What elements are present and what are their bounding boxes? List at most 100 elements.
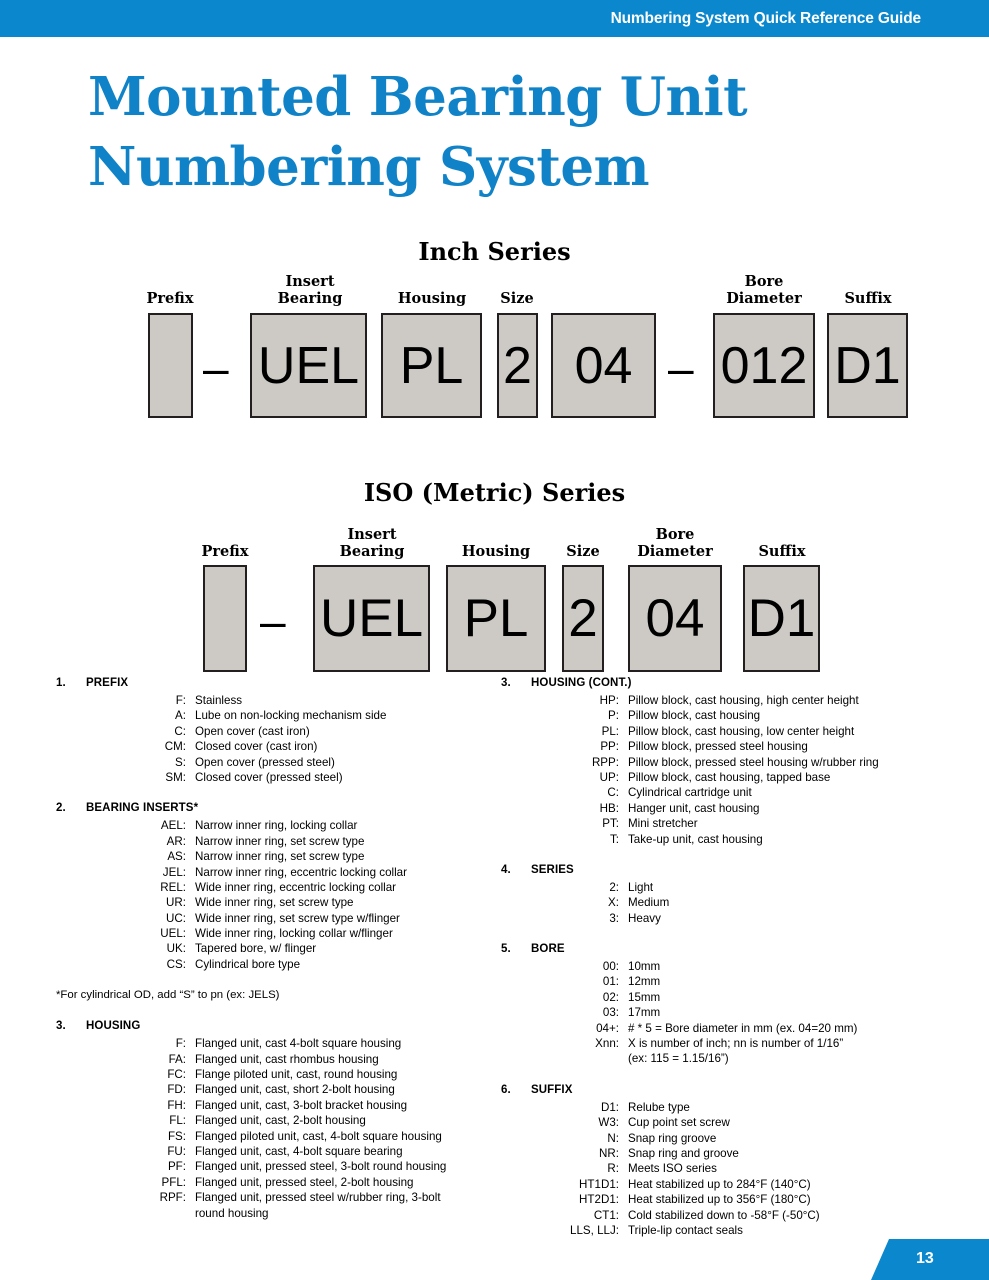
legend-entry-description: Wide inner ring, locking collar w/flinge… [195, 927, 393, 941]
inch-box-suffix[interactable]: D1 [827, 313, 908, 418]
legend-entry: X: Medium [501, 895, 951, 910]
legend-entry-key: CT1: [593, 1208, 619, 1222]
legend-entry-key: UP: [599, 770, 619, 784]
inch-box-size[interactable]: 2 [497, 313, 538, 418]
legend-section-number: 3. [501, 677, 511, 689]
legend-entry-key: RPF: [159, 1191, 186, 1205]
iso-box-housing[interactable]: PL [446, 565, 546, 672]
legend-entry-key: RPP: [591, 755, 619, 769]
legend-entry-description: 12mm [628, 975, 661, 989]
legend-entry: RPF:Flanged unit, pressed steel w/rubber… [56, 1190, 486, 1205]
legend-entry: P:Pillow block, cast housing [501, 708, 951, 723]
legend-entry: CS:Cylindrical bore type [56, 957, 486, 972]
legend-entry-key: X: [608, 896, 619, 910]
legend-entry-description: Pillow block, cast housing [628, 709, 761, 723]
legend-section-title: SERIES [531, 863, 574, 876]
legend-entry-description: Pillow block, cast housing, low center h… [628, 724, 855, 738]
iso-box-insert-bearing[interactable]: UEL [313, 565, 430, 672]
inch-label-insert-line1: Insert [285, 273, 335, 290]
inch-label-suffix: Suffix [844, 290, 892, 307]
legend-entry-description: Medium [628, 896, 670, 910]
legend-entry: N:Snap ring groove [501, 1131, 951, 1146]
legend-entry-key: Xnn: [595, 1037, 619, 1051]
legend-entry-description: Flanged unit, cast rhombus housing [195, 1052, 379, 1066]
legend-entry-description: Closed cover (pressed steel) [195, 770, 343, 784]
legend-entry: round housing [56, 1206, 486, 1221]
legend-entry: 01:12mm [501, 974, 951, 989]
legend-entry-key: R: [607, 1162, 619, 1176]
legend-entry: RPP:Pillow block, pressed steel housing … [501, 755, 951, 770]
legend-section-title: BORE [531, 943, 565, 956]
legend-entry-description: Meets ISO series [628, 1162, 717, 1176]
legend-entry: 02:15mm [501, 990, 951, 1005]
legend-entry-key: FU: [167, 1144, 186, 1158]
legend-section-number: 1. [56, 677, 66, 689]
header-bar-title: Numbering System Quick Reference Guide [610, 10, 922, 27]
legend-entry-description: Light [628, 880, 654, 894]
inch-label-housing: Housing [397, 290, 467, 307]
legend-entry-key: NR: [599, 1146, 619, 1160]
legend-entry-description: Flanged unit, pressed steel, 3-bolt roun… [195, 1160, 447, 1174]
legend-section-header: 4.SERIES [501, 863, 951, 880]
iso-label-size: Size [566, 543, 600, 560]
legend-entry-description: Wide inner ring, set screw type w/flinge… [195, 911, 400, 925]
legend-entry-description: Wide inner ring, set screw type [195, 896, 354, 910]
iso-box-size[interactable]: 2 [562, 565, 604, 672]
legend-section-gap [56, 785, 486, 801]
legend-entry-key: HP: [599, 694, 619, 707]
page-title-line-1: Mounted Bearing Unit [88, 66, 748, 128]
legend-entry: 00:10mm [501, 959, 951, 974]
legend-entry: REL:Wide inner ring, eccentric locking c… [56, 880, 486, 895]
legend-entry: FS:Flanged piloted unit, cast, 4-bolt sq… [56, 1129, 486, 1144]
legend-entry-key: 03: [602, 1006, 619, 1020]
legend-entry-key: FA: [168, 1052, 186, 1066]
legend-section-number: 6. [501, 1083, 511, 1096]
legend-section: 2.BEARING INSERTS*AEL:Narrow inner ring,… [56, 801, 486, 1003]
legend-entry-key: PT: [602, 817, 619, 831]
legend-entry-description: Heat stabilized up to 356°F (180°C) [628, 1193, 811, 1207]
legend-entry-description: Snap ring and groove [628, 1146, 739, 1160]
legend-entry: S:Open cover (pressed steel) [56, 755, 486, 770]
legend-entry: FH:Flanged unit, cast, 3-bolt bracket ho… [56, 1098, 486, 1113]
iso-series-heading: ISO (Metric) Series [363, 478, 626, 507]
inch-box-prefix[interactable] [148, 313, 193, 418]
inch-box-bore-diameter[interactable]: 012 [713, 313, 815, 418]
legend-entry-key: F: [175, 694, 186, 707]
legend-section-title: HOUSING [86, 1020, 141, 1033]
legend-entry: HP: Pillow block, cast housing, high cent… [501, 693, 951, 708]
iso-box-suffix[interactable]: D1 [743, 565, 820, 672]
legend-entry-key: UEL: [160, 927, 186, 941]
legend-entry-key: FC: [167, 1068, 186, 1082]
legend-entry-description: Cup point set screw [628, 1116, 730, 1130]
legend-entry-description: 10mm [628, 960, 661, 974]
iso-box-bore-diameter[interactable]: 04 [628, 565, 722, 672]
legend-entry-description: Flanged unit, cast, 2-bolt housing [195, 1114, 366, 1128]
legend-entry-description: Pillow block, cast housing, high center … [628, 694, 859, 707]
legend-entry-key: UC: [166, 911, 186, 925]
inch-box-series-size[interactable]: 04 [551, 313, 656, 418]
legend-entry-key: UR: [166, 896, 186, 910]
inch-box-housing[interactable]: PL [381, 313, 482, 418]
legend-entry-description: Heat stabilized up to 284°F (140°C) [628, 1177, 811, 1191]
legend-entry-description: Flanged unit, cast, short 2-bolt housing [195, 1083, 395, 1097]
iso-box-prefix[interactable] [203, 565, 247, 672]
iso-label-bore-line2: Diameter [637, 543, 713, 560]
legend-entry: PT: Mini stretcher [501, 816, 951, 831]
legend-entry-key: FH: [167, 1098, 186, 1112]
legend-entry-key: AEL: [160, 819, 186, 833]
iso-label-housing: Housing [461, 543, 531, 560]
inch-label-insert-bearing: Insert Bearing [260, 273, 360, 307]
inch-box-insert-bearing[interactable]: UEL [250, 313, 367, 418]
legend-section-number: 2. [56, 802, 66, 815]
inch-separator-1: – [203, 342, 229, 394]
legend-entry: FC:Flange piloted unit, cast, round hous… [56, 1067, 486, 1082]
legend-entry-key: C: [607, 786, 619, 800]
iso-label-bore-line1: Bore [655, 526, 695, 543]
legend-section-header: 2.BEARING INSERTS* [56, 801, 486, 818]
legend-entry: 2:Light [501, 880, 951, 895]
legend-entry-description: Mini stretcher [628, 817, 698, 831]
legend-entry-key: 02: [602, 990, 619, 1004]
legend-entry-description: Take-up unit, cast housing [628, 832, 763, 846]
legend-entry-key: AS: [167, 850, 186, 864]
